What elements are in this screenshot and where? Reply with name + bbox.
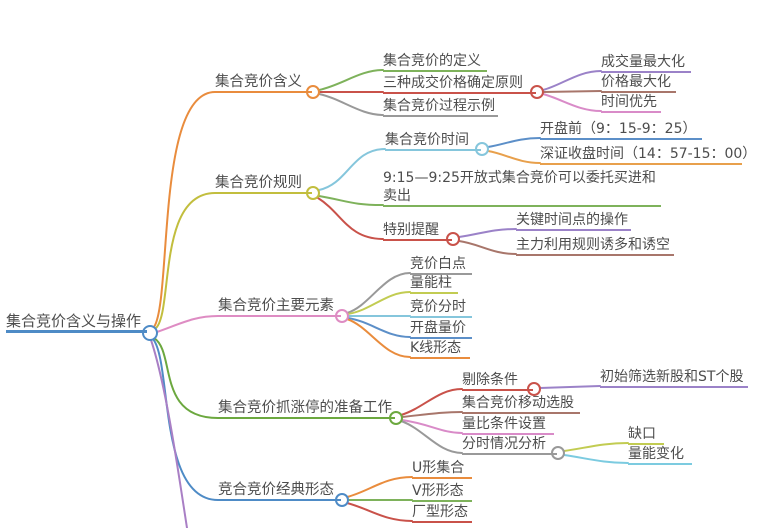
connector-offscreen-branch: [150, 339, 188, 528]
node-gap[interactable]: 缺口: [628, 425, 664, 445]
node-shenzhen-close-time[interactable]: 深证收盘时间（14：57-15：00）: [540, 145, 756, 165]
node-l-shape[interactable]: 厂型形态: [412, 503, 472, 523]
node-three-price-principles[interactable]: 三种成交价格确定原则: [383, 74, 536, 94]
connector: [346, 476, 413, 498]
connector: [563, 442, 629, 452]
node-auction-time[interactable]: 集合竞价时间: [385, 131, 481, 151]
connector: [458, 228, 517, 238]
connector: [487, 137, 541, 148]
connector: [401, 419, 463, 434]
node-root[interactable]: 集合竞价含义与操作: [6, 312, 147, 333]
connector: [153, 91, 216, 328]
node-u-shape[interactable]: U形集合: [412, 459, 472, 479]
node-classic-patterns[interactable]: 竞合竞价经典形态: [218, 481, 341, 501]
connector: [154, 192, 216, 330]
node-limit-up-preparation[interactable]: 集合竞价抓涨停的准备工作: [218, 399, 395, 419]
node-exclusion-criteria[interactable]: 剔除条件: [462, 371, 533, 391]
node-key-time-operations[interactable]: 关键时间点的操作: [516, 211, 631, 231]
connector: [400, 388, 463, 416]
junction-root-toggle[interactable]: [142, 325, 158, 341]
node-max-price[interactable]: 价格最大化: [601, 73, 676, 93]
connector: [346, 272, 411, 314]
connector: [153, 337, 219, 419]
connector: [318, 69, 384, 91]
node-main-elements[interactable]: 集合竞价主要元素: [218, 297, 341, 317]
node-open-auction-note[interactable]: 9:15—9:25开放式集合竞价可以委托买进和卖出: [383, 169, 661, 207]
node-kline-pattern[interactable]: K线形态: [410, 339, 470, 359]
node-max-volume[interactable]: 成交量最大化: [601, 53, 691, 73]
connector: [346, 318, 411, 358]
connector: [400, 420, 463, 454]
connector: [542, 90, 602, 93]
connector: [156, 315, 219, 333]
connector: [347, 291, 411, 315]
node-mobile-stock-picking[interactable]: 集合竞价移动选股: [462, 394, 580, 414]
node-v-shape[interactable]: V形形态: [412, 482, 472, 502]
connector: [346, 502, 413, 522]
node-definition[interactable]: 集合竞价的定义: [383, 52, 487, 72]
connector: [458, 240, 517, 255]
connector: [347, 317, 411, 338]
node-auction-intraday[interactable]: 竞价分时: [410, 298, 472, 318]
node-volume-bar[interactable]: 量能柱: [410, 274, 458, 294]
connector: [317, 197, 384, 240]
connector: [542, 70, 602, 91]
connector: [318, 93, 384, 116]
node-auction-white-dot[interactable]: 竞价白点: [410, 255, 472, 275]
node-call-auction-meaning[interactable]: 集合竞价含义: [215, 73, 312, 93]
node-special-reminder[interactable]: 特别提醒: [383, 221, 452, 241]
node-lure-long-short[interactable]: 主力利用规则诱多和诱空: [516, 236, 674, 256]
node-intraday-analysis[interactable]: 分时情况分析: [462, 435, 557, 455]
node-volume-change[interactable]: 量能变化: [628, 445, 692, 465]
connector: [542, 93, 602, 112]
node-open-volume-price[interactable]: 开盘量价: [410, 319, 472, 339]
connector: [563, 454, 629, 464]
connector: [318, 195, 384, 206]
connector: [152, 338, 219, 501]
node-process-example[interactable]: 集合竞价过程示例: [383, 97, 498, 117]
node-initial-screening[interactable]: 初始筛选新股和ST个股: [600, 368, 748, 388]
node-call-auction-rules[interactable]: 集合竞价规则: [215, 174, 312, 194]
connector: [401, 411, 463, 418]
connector: [539, 385, 601, 389]
connector: [318, 148, 386, 191]
node-time-priority[interactable]: 时间优先: [601, 93, 661, 113]
node-pre-open-time[interactable]: 开盘前（9：15-9：25）: [540, 120, 702, 140]
connector: [487, 150, 541, 164]
node-volume-ratio-setting[interactable]: 量比条件设置: [462, 415, 554, 435]
